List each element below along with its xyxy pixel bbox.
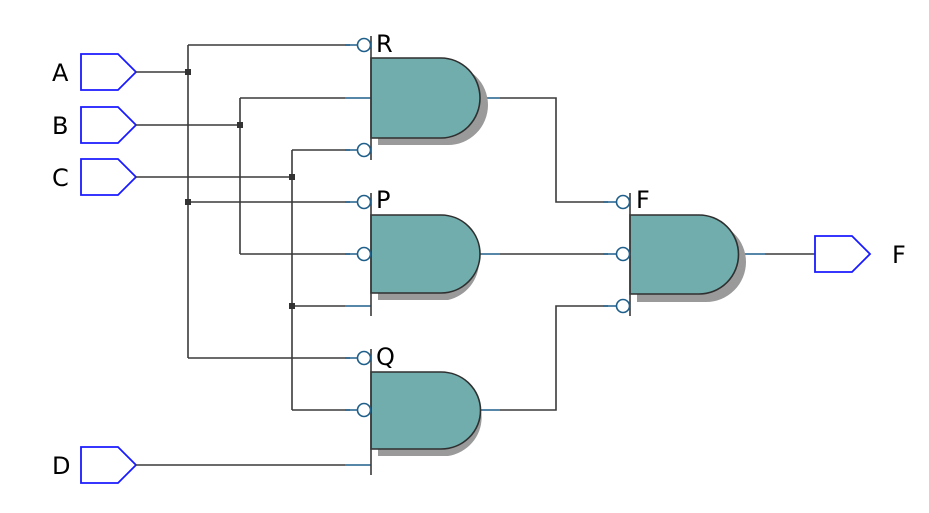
inverter-bubble — [356, 142, 372, 158]
junction-dot — [289, 303, 295, 309]
junction-dot — [289, 174, 295, 180]
input-label-b: B — [52, 112, 68, 140]
gate-label-p: P — [376, 186, 390, 214]
inverter-bubble — [615, 246, 631, 262]
inverter-bubble — [615, 194, 631, 210]
wire-q-to-f — [500, 305, 608, 411]
gate-label-q: Q — [376, 343, 395, 371]
inverter-bubble — [356, 350, 372, 366]
input-label-c: C — [52, 164, 69, 192]
junctions — [185, 69, 295, 309]
and-gate-p: P — [356, 186, 481, 316]
input-pin-c: C — [52, 158, 138, 196]
inverter-bubble — [356, 402, 372, 418]
input-label-d: D — [52, 452, 70, 480]
input-label-a: A — [52, 59, 69, 87]
inverter-bubble — [356, 246, 372, 262]
and-gate-f: F — [615, 186, 746, 316]
junction-dot — [185, 69, 191, 75]
inverter-bubble — [356, 37, 372, 53]
gate-label-f: F — [636, 186, 650, 214]
output-label-f: F — [892, 241, 906, 269]
wires — [136, 44, 815, 466]
junction-dot — [185, 199, 191, 205]
input-pin-a: A — [52, 53, 138, 91]
junction-dot — [237, 122, 243, 128]
output-pin-f: F — [814, 235, 906, 273]
inverter-bubble — [615, 298, 631, 314]
gate-label-r: R — [376, 30, 393, 58]
input-pin-b: B — [52, 106, 138, 144]
and-gate-r: R — [356, 30, 488, 160]
input-pin-d: D — [52, 446, 138, 484]
inverter-bubble — [356, 194, 372, 210]
and-gate-q: Q — [356, 343, 482, 475]
wire-r-to-f — [500, 97, 608, 203]
